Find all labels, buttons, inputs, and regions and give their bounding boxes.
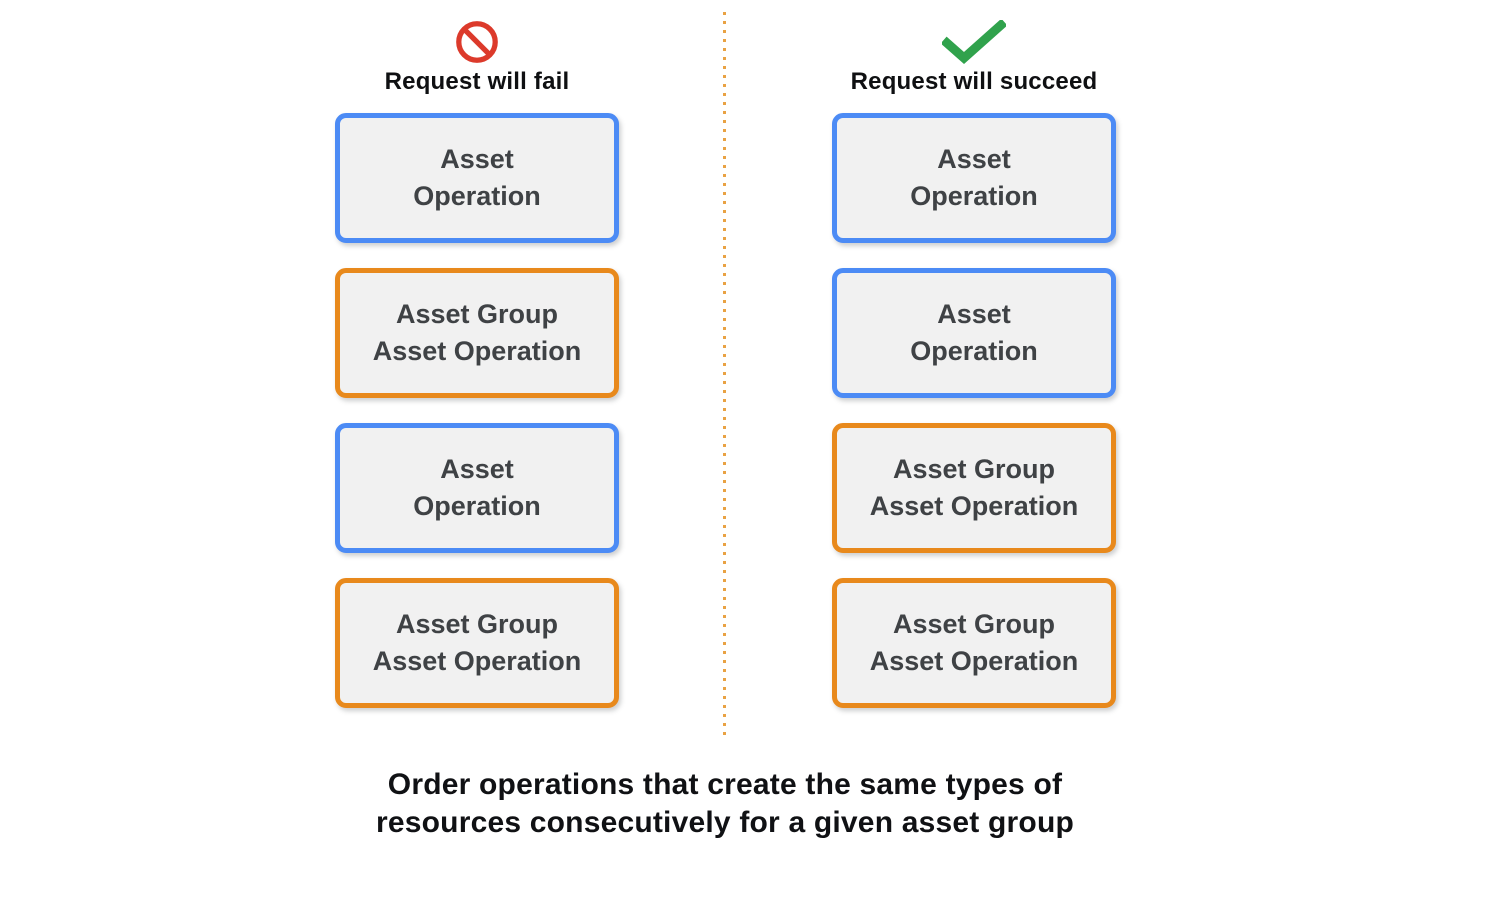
box-label-line: Operation [910,181,1038,211]
succeed-boxes: Asset Operation Asset Operation Asset Gr… [832,113,1116,708]
caption-line: resources consecutively for a given asse… [376,806,1074,839]
box-label-line: Asset [937,144,1011,174]
column-divider [723,12,726,740]
box-label-line: Operation [413,491,541,521]
box-label-line: Asset Group [395,609,559,639]
box-label-line: Asset [440,454,514,484]
box-label-line: Asset Operation [869,646,1079,676]
box-label-line: Asset Group [395,299,559,329]
caption: Order operations that create the same ty… [0,766,1450,842]
fail-column: Request will fail Asset Operation Asset … [335,20,619,733]
succeed-column: Request will succeed Asset Operation Ass… [832,18,1116,733]
box-label-line: Operation [910,336,1038,366]
succeed-icon-row [832,18,1116,69]
asset-operation-box: Asset Operation [832,268,1116,398]
fail-icon-row [335,20,619,68]
succeed-column-title: Request will succeed [850,68,1098,95]
fail-column-title: Request will fail [384,68,570,95]
box-label-line: Asset Operation [372,336,582,366]
box-label-line: Asset [937,299,1011,329]
check-icon [940,18,1008,69]
asset-group-asset-operation-box: Asset Group Asset Operation [832,423,1116,553]
asset-operation-box: Asset Operation [335,423,619,553]
asset-group-asset-operation-box: Asset Group Asset Operation [832,578,1116,708]
asset-operation-box: Asset Operation [335,113,619,243]
fail-boxes: Asset Operation Asset Group Asset Operat… [335,113,619,708]
caption-line: Order operations that create the same ty… [387,768,1063,801]
box-label-line: Asset Group [892,609,1056,639]
asset-group-asset-operation-box: Asset Group Asset Operation [335,268,619,398]
box-label-line: Asset Operation [372,646,582,676]
asset-operation-box: Asset Operation [832,113,1116,243]
asset-group-asset-operation-box: Asset Group Asset Operation [335,578,619,708]
box-label-line: Operation [413,181,541,211]
prohibited-icon [454,19,500,70]
box-label-line: Asset Operation [869,491,1079,521]
box-label-line: Asset Group [892,454,1056,484]
box-label-line: Asset [440,144,514,174]
